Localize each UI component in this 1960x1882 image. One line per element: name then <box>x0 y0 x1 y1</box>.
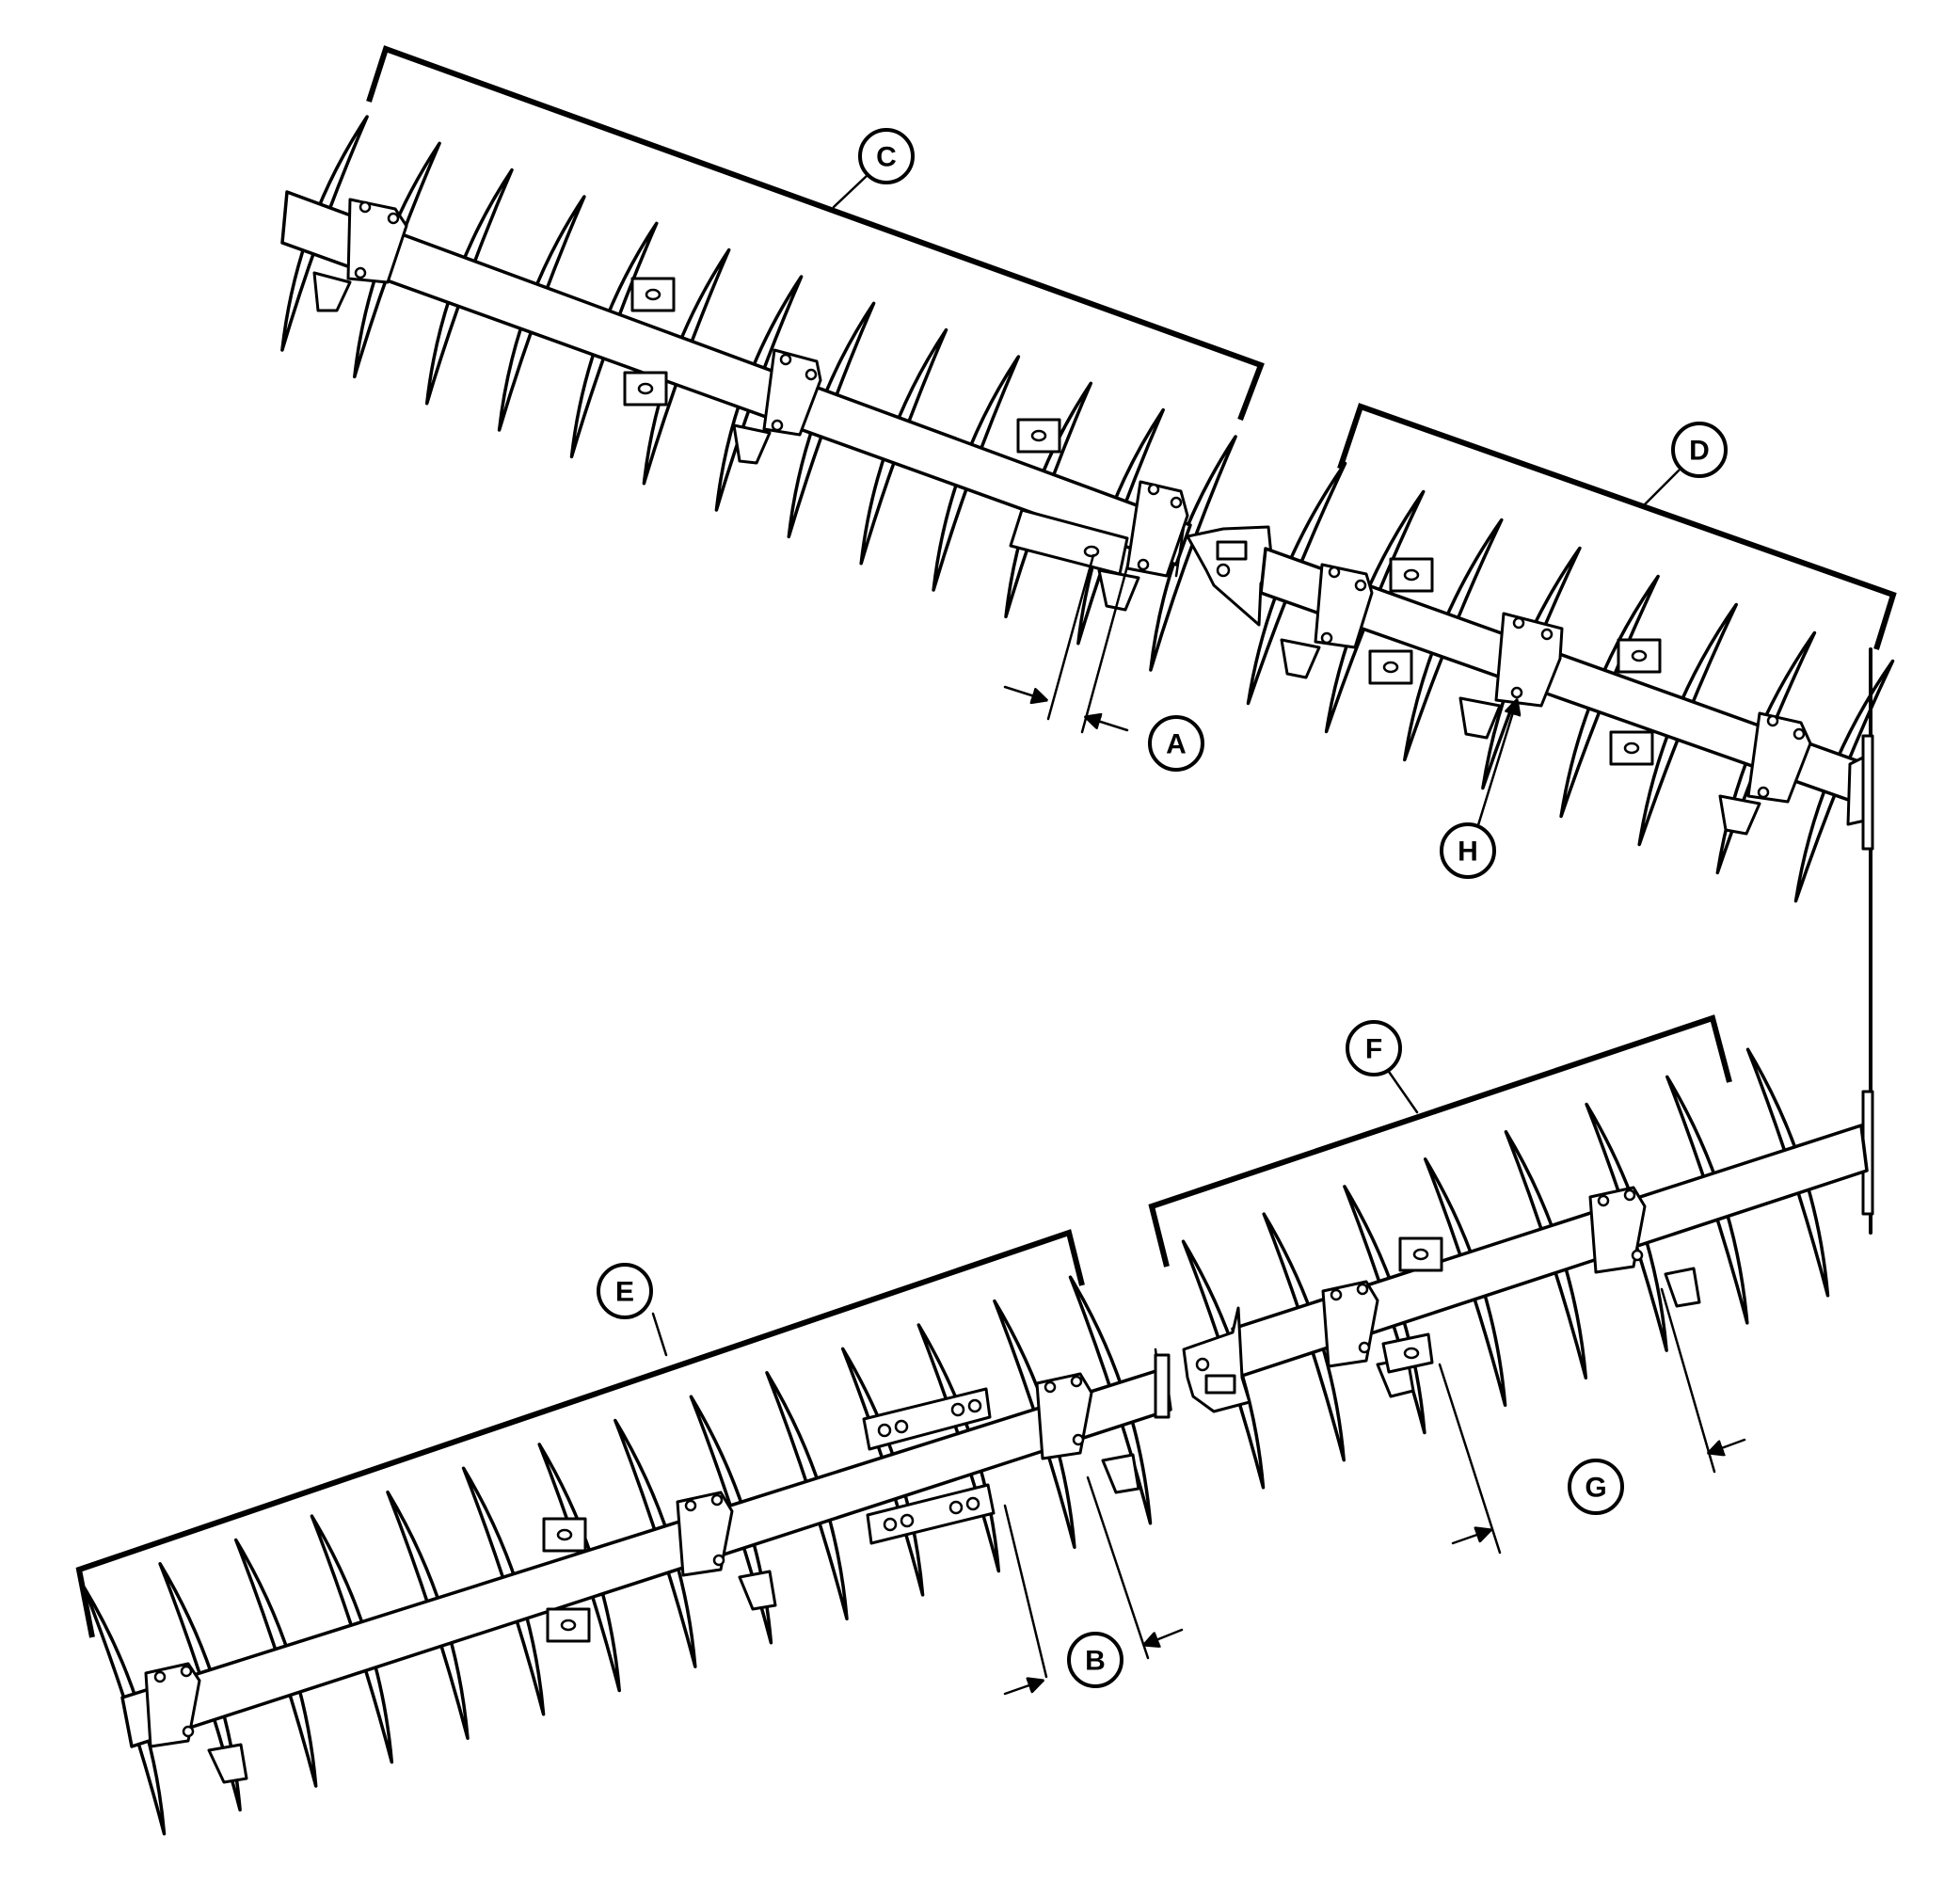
hub-plates-section-c <box>312 198 1189 612</box>
hub-plates-section-d <box>1280 557 1867 836</box>
tine <box>233 1538 318 1788</box>
callout-h: H <box>1440 822 1496 879</box>
tine <box>1585 1102 1668 1352</box>
tine <box>1076 407 1165 646</box>
hub-plates-section-e <box>144 1353 1171 1784</box>
tine <box>613 1418 697 1668</box>
tine <box>765 1371 849 1621</box>
tine <box>424 167 514 406</box>
tine <box>787 301 876 539</box>
tine <box>1246 461 1347 706</box>
tine <box>353 141 441 379</box>
tine <box>158 1562 242 1812</box>
tine <box>1665 1075 1749 1325</box>
tine <box>1504 1129 1588 1380</box>
bracket-c <box>366 45 1265 422</box>
leader-lines <box>651 173 1681 1357</box>
tine <box>1715 630 1817 875</box>
tine <box>689 1395 773 1645</box>
tine <box>82 1586 167 1836</box>
callout-e: E <box>597 1263 653 1319</box>
coupler-e-f <box>1154 1306 1251 1413</box>
bracket-f <box>1148 1014 1732 1268</box>
tine <box>932 355 1021 592</box>
tine <box>714 275 804 512</box>
callout-g-label: G <box>1585 1473 1606 1504</box>
rotor-section-e <box>82 1275 1172 1836</box>
tine <box>569 221 659 459</box>
callout-b: B <box>1067 1632 1123 1688</box>
callout-a-label: A <box>1166 729 1187 760</box>
tine <box>1343 1185 1426 1435</box>
tine <box>1149 435 1237 672</box>
tine <box>1423 1157 1507 1408</box>
tine <box>1793 659 1895 903</box>
callout-b-label: B <box>1085 1646 1106 1677</box>
tine <box>386 1490 470 1740</box>
rotor-section-c <box>280 115 1237 672</box>
shaft-section-e <box>120 1366 1172 1748</box>
tine <box>310 1514 394 1764</box>
rotor-section-f <box>1181 1047 1869 1490</box>
tine <box>1637 602 1738 847</box>
callout-d-label: D <box>1689 436 1710 467</box>
callout-c-label: C <box>876 142 897 173</box>
callout-h-label: H <box>1458 837 1478 868</box>
tine <box>859 327 948 566</box>
hub-plates-section-f <box>1321 1186 1701 1398</box>
frame-member <box>1861 647 1874 1235</box>
tine <box>1181 1239 1266 1490</box>
callout-e-label: E <box>615 1277 634 1308</box>
callout-g: G <box>1568 1459 1624 1515</box>
dimension-b <box>1003 1475 1184 1696</box>
shaft-section-c <box>280 190 1192 566</box>
tine <box>280 115 369 352</box>
callout-f: F <box>1346 1020 1402 1077</box>
callout-d: D <box>1671 422 1728 478</box>
tine <box>1262 1212 1346 1462</box>
tine <box>1068 1275 1153 1525</box>
dimension-a <box>1003 553 1129 734</box>
callout-a: A <box>1148 715 1204 772</box>
tine <box>993 1299 1076 1549</box>
tine <box>642 247 731 486</box>
bracket-d <box>1337 403 1897 650</box>
callout-c: C <box>858 128 915 184</box>
tine <box>1745 1047 1830 1298</box>
tine <box>461 1466 546 1716</box>
callout-f-label: F <box>1365 1034 1382 1065</box>
tine <box>497 195 586 432</box>
rotor-section-d <box>1246 461 1895 903</box>
tines-section-d <box>1246 461 1895 903</box>
tine <box>1403 518 1504 762</box>
bracket-e <box>75 1229 1085 1638</box>
leader-h <box>1475 700 1517 830</box>
tines-section-f <box>1181 1047 1830 1490</box>
tine <box>1481 546 1582 790</box>
coupler-c-d <box>1174 525 1274 627</box>
dimension-g <box>1438 1287 1746 1555</box>
